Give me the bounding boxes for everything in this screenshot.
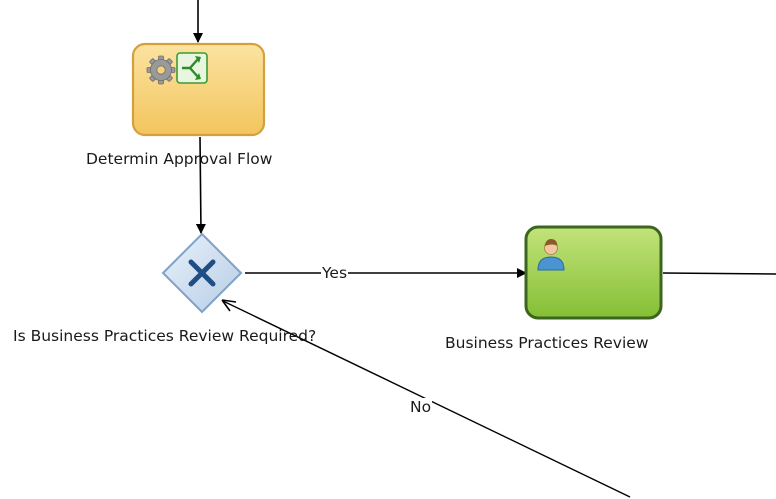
outgoing-sequence-flow[interactable] — [662, 272, 776, 275]
user-task-business-practices-review[interactable] — [524, 225, 663, 320]
service-task-label: Determin Approval Flow — [86, 150, 273, 168]
gateway-label: Is Business Practices Review Required? — [13, 327, 317, 345]
no-flow-arrowhead — [221, 299, 237, 312]
service-task-determin-approval-flow[interactable] — [131, 42, 266, 137]
branch-flow-icon — [176, 52, 208, 84]
exclusive-gateway[interactable] — [161, 232, 243, 314]
user-icon — [537, 239, 565, 271]
sequence-flow-to-gateway[interactable] — [195, 136, 206, 234]
yes-edge-label: Yes — [321, 264, 349, 282]
no-edge-label: No — [409, 398, 433, 416]
x-mark-icon — [188, 259, 216, 287]
gear-icon — [146, 55, 176, 85]
user-task-label: Business Practices Review — [445, 334, 649, 352]
